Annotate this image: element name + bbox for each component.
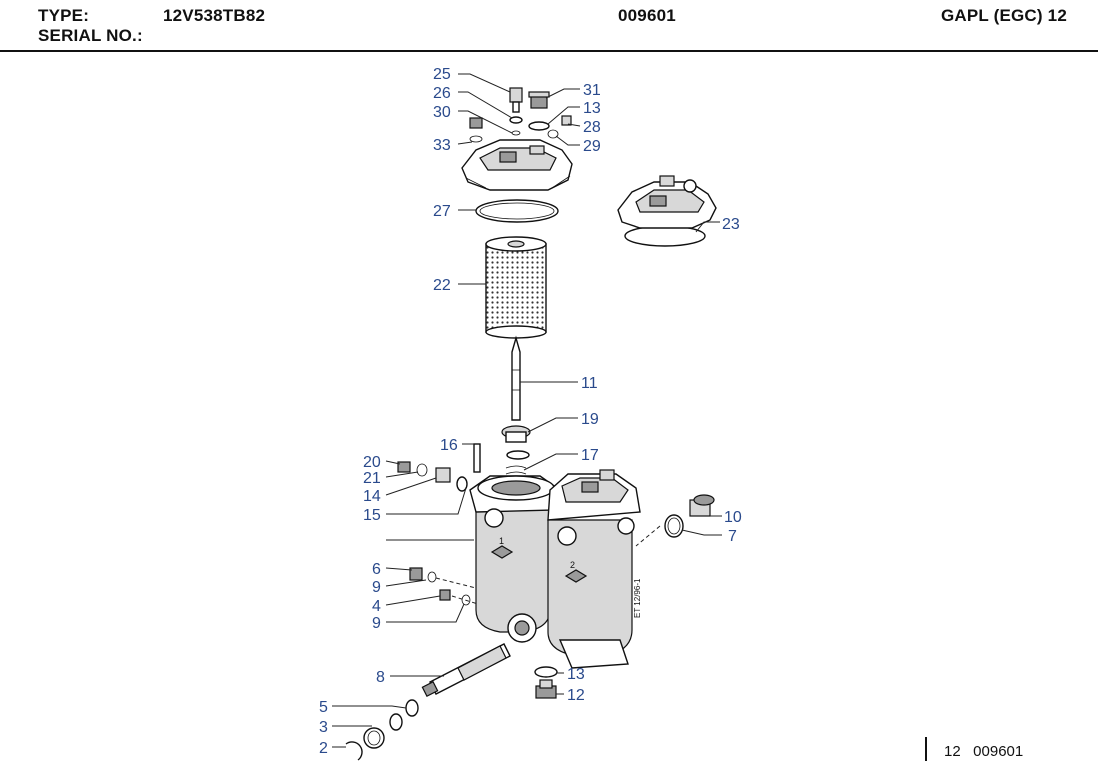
callout-13-top: 13 — [583, 100, 601, 117]
callout-17: 17 — [581, 447, 599, 464]
callout-labels: 25 26 30 33 31 13 28 29 27 23 22 11 19 1… — [319, 66, 742, 757]
shaft-rings — [345, 699, 419, 761]
callout-29: 29 — [583, 138, 601, 155]
callout-20: 20 — [363, 454, 381, 471]
left-fittings — [397, 461, 468, 492]
callout-9-upper: 9 — [372, 579, 381, 596]
filter-element — [485, 236, 547, 339]
header-rule — [0, 50, 1098, 52]
callout-4: 4 — [372, 598, 381, 615]
callout-25: 25 — [433, 66, 451, 83]
callout-10: 10 — [724, 509, 742, 526]
center-code: 009601 — [618, 6, 676, 25]
callout-27: 27 — [433, 203, 451, 220]
callout-2: 2 — [319, 740, 328, 757]
callout-28: 28 — [583, 119, 601, 136]
svg-text:1: 1 — [499, 536, 504, 546]
callout-33: 33 — [433, 137, 451, 154]
alignment-line-left — [435, 577, 479, 605]
leader-lines — [332, 73, 722, 748]
serial-label: SERIAL NO.: — [38, 26, 143, 45]
type-value: 12V538TB82 — [163, 6, 266, 25]
stud — [473, 443, 481, 473]
alternate-cover-assembly — [617, 175, 717, 247]
callout-21: 21 — [363, 470, 381, 487]
svg-text:2: 2 — [570, 560, 575, 570]
filter-housing: 1 2 — [469, 469, 641, 669]
alignment-line-right — [635, 525, 661, 547]
callout-15: 15 — [363, 507, 381, 524]
footer-bar — [925, 737, 927, 761]
callout-16: 16 — [440, 437, 458, 454]
callout-12: 12 — [567, 687, 585, 704]
callout-19: 19 — [581, 411, 599, 428]
callout-22: 22 — [433, 277, 451, 294]
right-plug — [664, 494, 715, 538]
callout-14: 14 — [363, 488, 381, 505]
callout-30: 30 — [433, 104, 451, 121]
small-fittings — [409, 567, 471, 606]
drive-shaft — [421, 643, 511, 697]
callout-9-lower: 9 — [372, 615, 381, 632]
cover-o-ring — [475, 199, 559, 223]
callout-8: 8 — [376, 669, 385, 686]
callout-23: 23 — [722, 216, 740, 233]
callout-7: 7 — [728, 528, 737, 545]
top-cover-parts — [461, 87, 573, 191]
center-rod — [511, 335, 521, 421]
callout-6: 6 — [372, 561, 381, 578]
bottom-o-ring — [534, 666, 558, 678]
callout-11: 11 — [581, 375, 598, 392]
vertical-drawing-mark: ET 12/96-1 — [633, 578, 642, 618]
spring-assembly — [501, 425, 531, 487]
header-right-title: GAPL (EGC) 12 — [940, 6, 1067, 25]
drain-plug — [535, 679, 557, 699]
callout-13-bottom: 13 — [567, 666, 585, 683]
callout-5: 5 — [319, 699, 328, 716]
callout-31: 31 — [583, 82, 601, 99]
type-label: TYPE: — [38, 6, 90, 25]
footer-page-code: 12 009601 — [944, 743, 1024, 760]
callout-26: 26 — [433, 85, 451, 102]
callout-3: 3 — [319, 719, 328, 736]
